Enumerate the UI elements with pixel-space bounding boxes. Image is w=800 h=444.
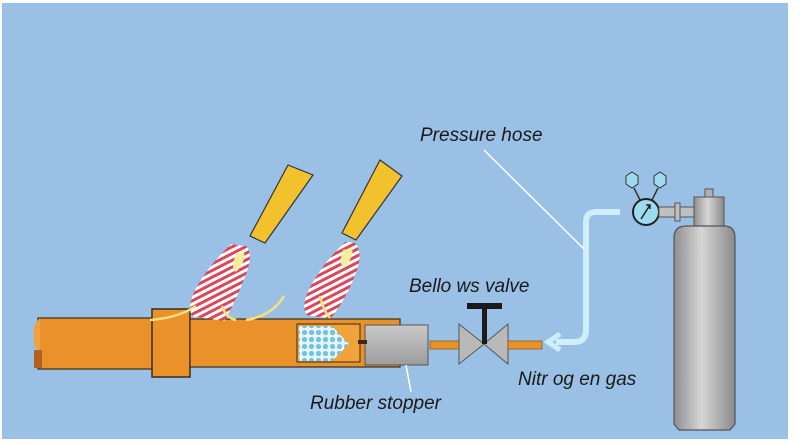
- label-rubber-stopper: Rubber stopper: [310, 393, 442, 414]
- background-panel: [2, 3, 788, 439]
- nitrogen-cylinder: [673, 188, 736, 431]
- label-nitrogen-gas: Nitr og en gas: [518, 369, 637, 390]
- label-bellows-valve: Bello ws valve: [409, 276, 529, 297]
- rubber-stopper: [358, 324, 429, 366]
- hose-arrow-icon: [543, 331, 562, 353]
- tube-stub-right: [507, 340, 543, 350]
- pressure-hose-leader: [483, 149, 585, 250]
- pressure-regulator: [625, 171, 695, 226]
- rubber-stopper-leader: [405, 364, 412, 393]
- valve-handle[interactable]: [467, 303, 502, 309]
- valve-stem: [482, 306, 487, 344]
- pipe-end-cut: [34, 350, 42, 368]
- pressure-hose: [543, 209, 620, 353]
- filter-plug: [299, 326, 349, 361]
- tube-stub-left: [429, 340, 461, 350]
- torch-right: [245, 159, 403, 322]
- torch-left: [149, 164, 314, 322]
- label-pressure-hose: Pressure hose: [420, 125, 543, 146]
- bellows-valve: [458, 303, 509, 366]
